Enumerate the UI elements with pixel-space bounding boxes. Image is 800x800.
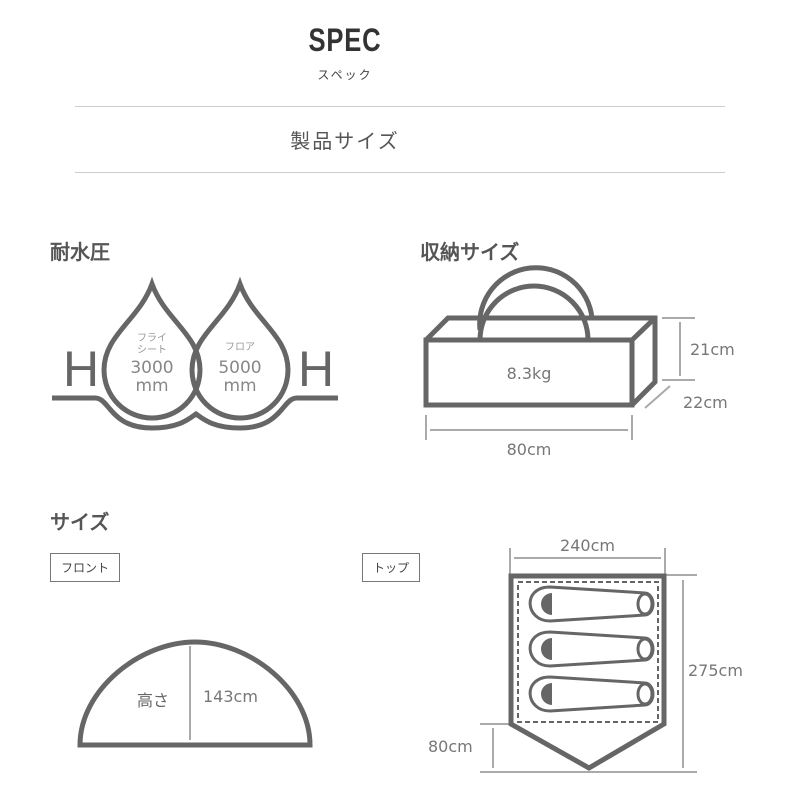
depth-dimension: 22cm (683, 393, 728, 412)
fly-label-line1: フライ (137, 333, 167, 344)
tent-height-value: 143cm (203, 687, 258, 706)
top-length-value: 275cm (688, 661, 743, 680)
weight-label: 8.3kg (506, 364, 552, 383)
storage-bag-icon (423, 265, 658, 408)
width-dimension: 80cm (506, 440, 552, 459)
fly-drop-icon (101, 276, 203, 421)
height-dimension: 21cm (690, 340, 735, 359)
top-view-tab: トップ (362, 553, 421, 582)
divider (75, 106, 725, 107)
storage-size-title: 収納サイズ (420, 240, 520, 264)
size-title: サイズ (50, 510, 110, 534)
h-letter-right: H (298, 341, 335, 397)
floor-value-number: 5000 (218, 358, 262, 378)
floor-label: フロア (225, 342, 255, 353)
top-view-tent (508, 573, 667, 771)
fly-label-line2: シート (137, 345, 167, 356)
divider (75, 172, 725, 173)
height-label: 高さ (137, 691, 170, 710)
floor-drop-icon (189, 276, 291, 421)
water-resistance-title: 耐水圧 (50, 240, 110, 264)
handle-front (477, 283, 591, 341)
water-drop-icons (52, 276, 338, 431)
handle-back (477, 265, 595, 331)
spec-subtitle: スペック (317, 68, 373, 82)
spec-title: SPEC (308, 22, 382, 58)
vestibule-value: 80cm (428, 737, 473, 756)
floor-value-unit: mm (223, 376, 257, 396)
product-size-title: 製品サイズ (290, 129, 400, 153)
h-letter-left: H (63, 341, 100, 397)
top-width-value: 240cm (560, 536, 615, 555)
ground-line (52, 395, 338, 431)
fly-label: フライシート (122, 333, 182, 357)
dimension-lines (189, 317, 697, 773)
fly-value-unit: mm (135, 376, 169, 396)
fly-value-number: 3000 (130, 358, 174, 378)
front-tent-outline (77, 639, 313, 748)
front-view-tab: フロント (50, 553, 121, 582)
sleeping-bag-icons (528, 585, 655, 713)
